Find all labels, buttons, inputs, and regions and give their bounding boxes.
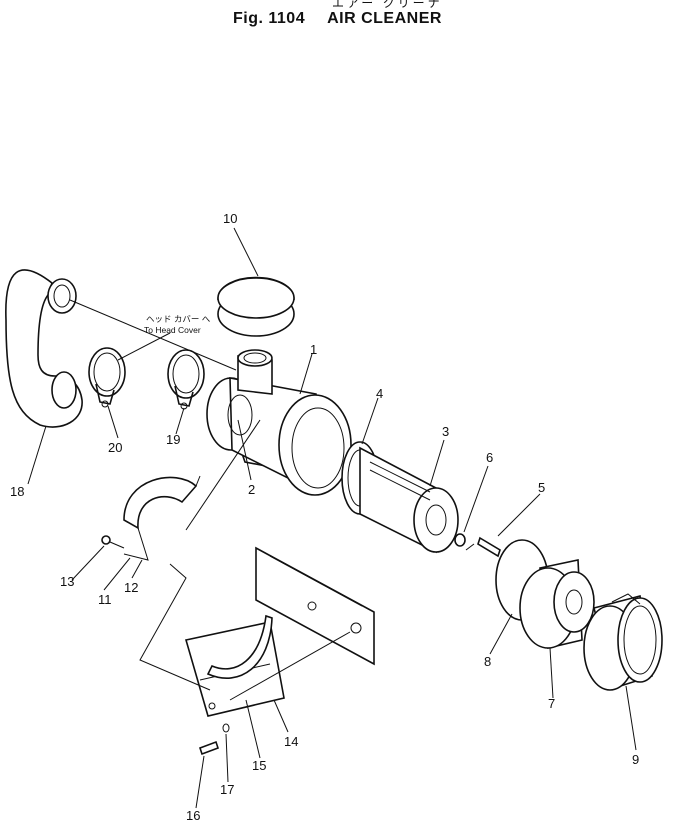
part-10-cap — [217, 276, 295, 337]
leader-band-housing — [185, 419, 261, 531]
part-18-hose — [5, 269, 83, 428]
label-16: 16 — [186, 808, 200, 823]
part-labels: 1 2 3 4 5 6 7 8 9 10 11 12 13 14 15 16 1… — [10, 211, 639, 823]
leader-bracket — [139, 563, 211, 691]
label-6: 6 — [486, 450, 493, 465]
part-3-element — [359, 446, 459, 554]
figure-title-japanese: エアー クリーナ — [332, 0, 443, 10]
label-4: 4 — [376, 386, 383, 401]
label-20: 20 — [108, 440, 122, 455]
label-3: 3 — [442, 424, 449, 439]
label-11: 11 — [98, 592, 112, 607]
part-11-12-band — [123, 475, 201, 561]
leader-bracket-plate — [229, 631, 351, 701]
part-20-clamp — [88, 347, 126, 408]
part-16-bolt — [198, 740, 220, 756]
label-14: 14 — [284, 734, 298, 749]
part-5-wing-bolt — [465, 536, 501, 558]
part-15-saddle — [206, 614, 273, 679]
label-leaders — [27, 227, 637, 809]
label-19: 19 — [166, 432, 180, 447]
part-17-washer — [222, 723, 230, 733]
annotation-english: To Head Cover — [144, 325, 201, 335]
label-12: 12 — [124, 580, 138, 595]
hose-leader-line — [69, 299, 237, 371]
label-1: 1 — [310, 342, 317, 357]
label-2: 2 — [248, 482, 255, 497]
part-7-cover — [519, 559, 595, 649]
figure-title: Fig. 1104 AIR CLEANER — [233, 10, 442, 28]
part-6-nut — [454, 533, 466, 547]
head-cover-leader — [117, 332, 171, 361]
figure-number: Fig. 1104 — [233, 10, 306, 27]
label-7: 7 — [548, 696, 555, 711]
label-10: 10 — [223, 211, 237, 226]
figure-name: AIR CLEANER — [327, 10, 442, 27]
part-19-clamp — [167, 349, 205, 410]
label-13: 13 — [60, 574, 74, 589]
label-15: 15 — [252, 758, 266, 773]
hose-opening — [47, 278, 77, 314]
label-8: 8 — [484, 654, 491, 669]
label-5: 5 — [538, 480, 545, 495]
label-9: 9 — [632, 752, 639, 767]
part-13-bolt — [101, 535, 125, 549]
label-18: 18 — [10, 484, 24, 499]
part-9-dust-cup — [583, 593, 663, 691]
title-block: エアー クリーナ Fig. 1104 AIR CLEANER — [0, 0, 674, 34]
annotation-japanese: ヘッド カバー へ — [146, 314, 211, 324]
label-17: 17 — [220, 782, 234, 797]
part-1-housing — [206, 349, 352, 496]
